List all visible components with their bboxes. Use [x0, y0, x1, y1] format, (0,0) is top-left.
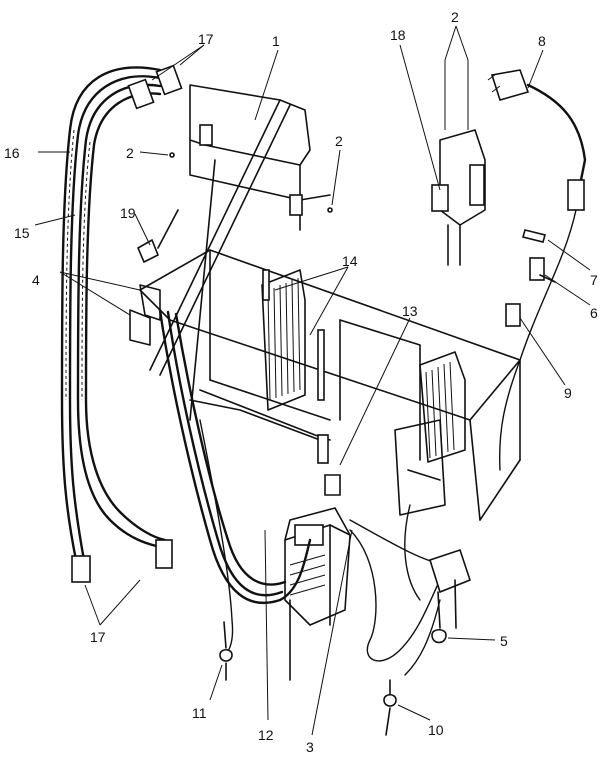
fuse-lead-11 [219, 621, 233, 681]
harness-connector-top [127, 64, 183, 110]
callout-10: 10 [428, 722, 444, 738]
control-box [284, 507, 351, 681]
bracket-clips [129, 284, 161, 346]
support-bars [149, 99, 291, 421]
internal-wiring [158, 308, 446, 676]
top-bracket-panel [189, 84, 331, 231]
screws [169, 60, 469, 213]
callout-18: 18 [390, 27, 406, 43]
thermostat-bracket [431, 129, 486, 266]
callout-2-left: 2 [126, 145, 134, 161]
fuse-lead-10 [383, 679, 397, 736]
callout-4: 4 [32, 272, 40, 288]
callout-11: 11 [192, 705, 207, 721]
heating-element-right [394, 351, 466, 516]
callout-16: 16 [4, 145, 20, 161]
wire-harness [60, 66, 167, 562]
callout-12: 12 [258, 727, 274, 743]
small-clip [136, 209, 179, 264]
callout-labels: 1 2 2 2 3 4 5 6 7 8 9 10 11 12 13 14 15 … [4, 9, 598, 755]
callout-13: 13 [402, 303, 418, 319]
clip-part [505, 303, 521, 327]
callout-15: 15 [14, 225, 30, 241]
callout-2-mid: 2 [335, 133, 343, 149]
callout-9: 9 [564, 385, 572, 401]
callout-5: 5 [500, 633, 508, 649]
callout-17-bottom: 17 [90, 629, 106, 645]
callout-8: 8 [538, 33, 546, 49]
callout-2-top: 2 [451, 9, 459, 25]
heating-element-left [261, 269, 325, 411]
thermostat-probe [317, 434, 341, 496]
leader-lines [34, 25, 591, 736]
screw-part [522, 229, 546, 243]
callout-17-top: 17 [198, 31, 214, 47]
harness-connector-bottom [71, 539, 173, 583]
power-cord [487, 69, 587, 471]
callout-14: 14 [342, 253, 358, 269]
callout-3: 3 [306, 739, 314, 755]
switch-part [529, 257, 556, 283]
thermal-switch [429, 548, 471, 644]
callout-7: 7 [590, 272, 598, 288]
callout-6: 6 [590, 305, 598, 321]
callout-19: 19 [120, 205, 136, 221]
callout-1: 1 [272, 33, 280, 49]
